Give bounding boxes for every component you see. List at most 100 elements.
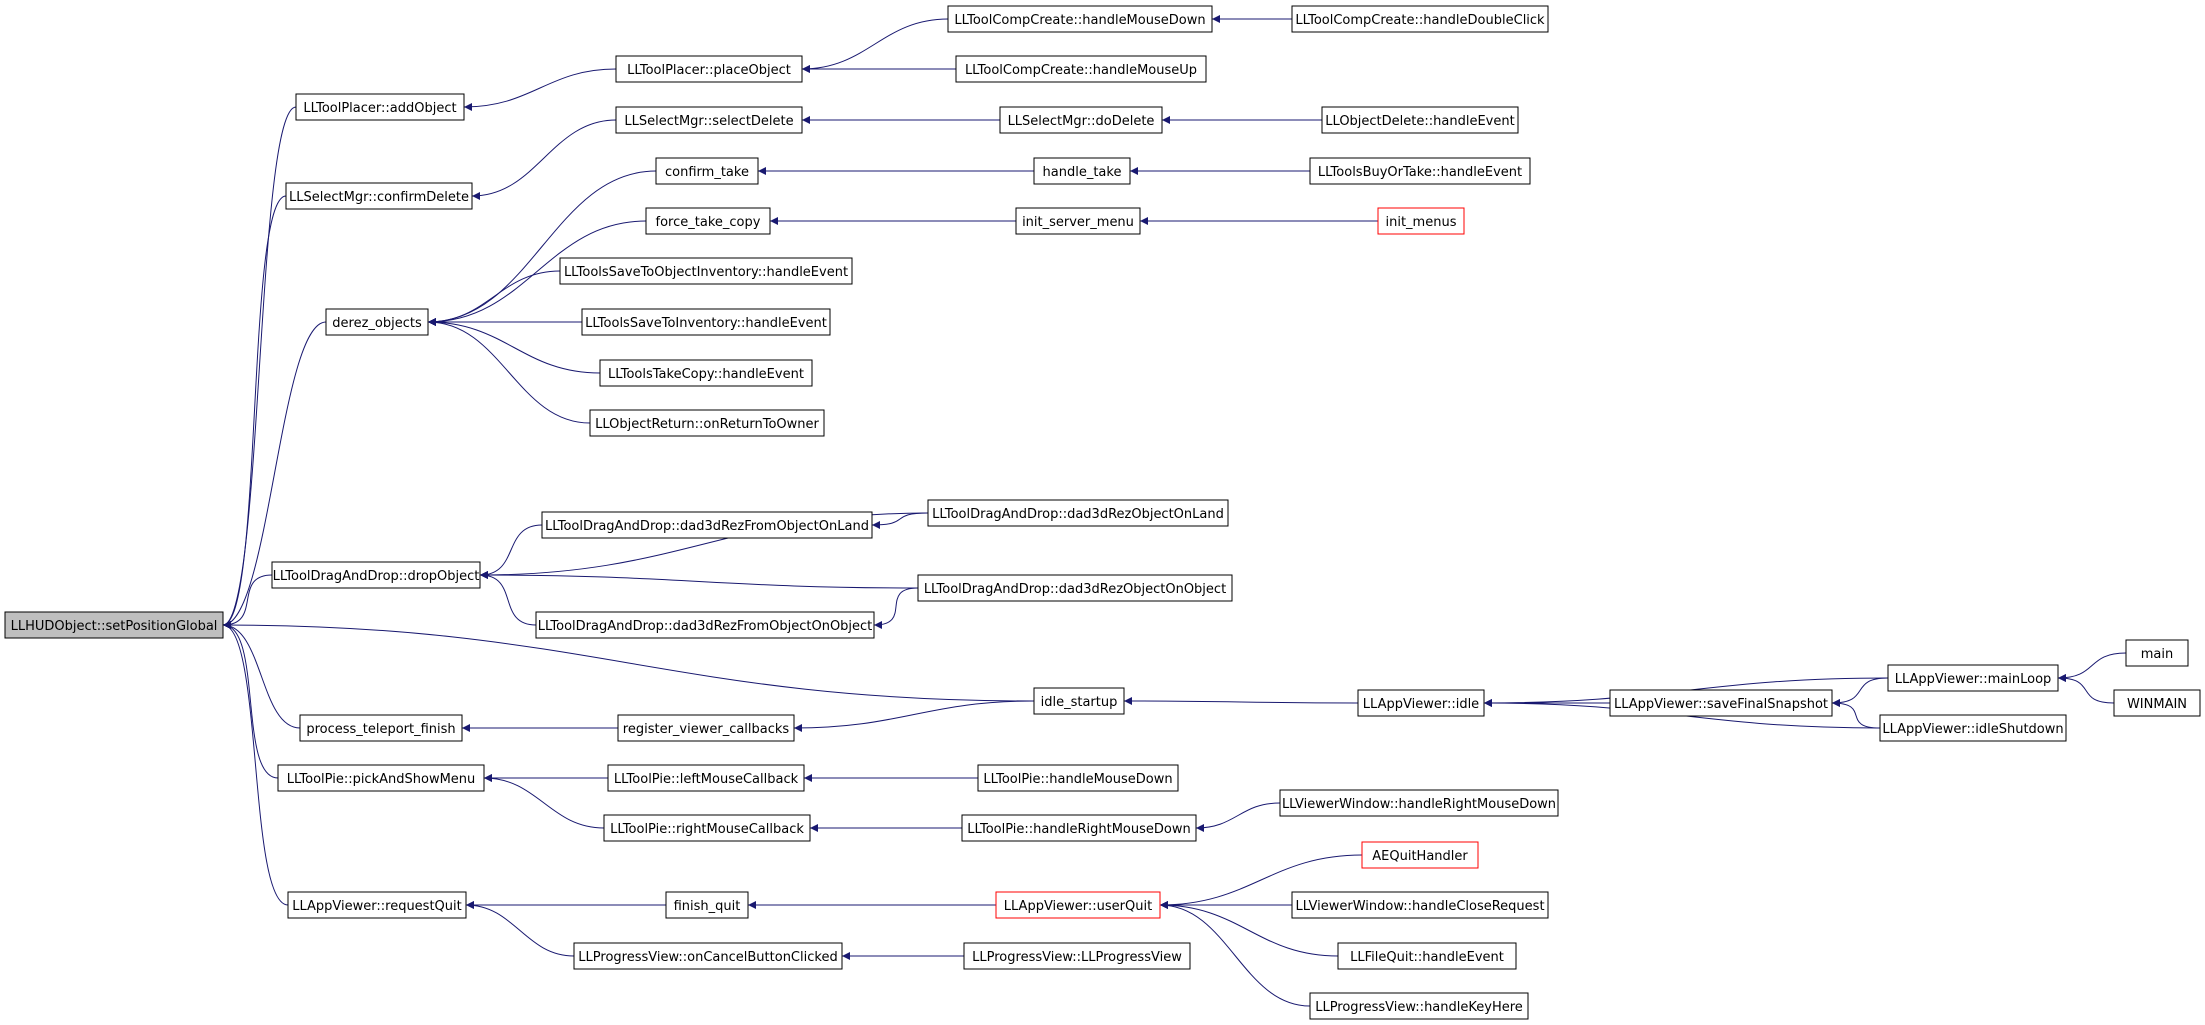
edge-confirmDelete-to-setPositionGlobal <box>222 195 287 629</box>
node-leftMouseCb[interactable]: LLToolPie::leftMouseCallback <box>607 764 805 792</box>
node-box <box>1357 689 1485 717</box>
node-saveFinalSnapshot[interactable]: LLAppViewer::saveFinalSnapshot <box>1609 689 1833 717</box>
node-addObject[interactable]: LLToolPlacer::addObject <box>295 93 465 121</box>
node-derez[interactable]: derez_objects <box>325 308 429 336</box>
node-aeQuit[interactable]: AEQuitHandler <box>1361 841 1479 869</box>
node-label: LLToolPie::handleRightMouseDown <box>967 822 1190 837</box>
node-mainLoop[interactable]: LLAppViewer::mainLoop <box>1887 664 2059 692</box>
nodes-layer: LLHUDObject::setPositionGlobal LLToolPlac… <box>4 5 2201 1020</box>
node-fileQuit[interactable]: LLFileQuit::handleEvent <box>1337 942 1517 970</box>
node-box <box>2125 639 2189 667</box>
node-box <box>325 308 429 336</box>
node-returnToOwner[interactable]: LLObjectReturn::onReturnToOwner <box>589 409 825 437</box>
node-compDoubleClick[interactable]: LLToolCompCreate::handleDoubleClick <box>1291 5 1549 33</box>
edge-rezOnLand-to-rezFromOnLand <box>871 512 929 529</box>
node-box <box>4 611 224 639</box>
node-box <box>285 182 473 210</box>
node-label: LLSelectMgr::selectDelete <box>624 114 793 129</box>
node-box <box>655 157 759 185</box>
node-label: register_viewer_callbacks <box>623 722 790 737</box>
node-confirmTake[interactable]: confirm_take <box>655 157 759 185</box>
node-registerCallbacks[interactable]: register_viewer_callbacks <box>617 714 795 742</box>
node-idleShutdown[interactable]: LLAppViewer::idleShutdown <box>1879 714 2067 742</box>
node-doDelete[interactable]: LLSelectMgr::doDelete <box>999 106 1163 134</box>
edge-idleStartup-to-registerCallbacks <box>793 700 1035 732</box>
node-finishQuit[interactable]: finish_quit <box>665 891 749 919</box>
node-handleTake[interactable]: handle_take <box>1033 157 1131 185</box>
node-rezOnObject[interactable]: LLToolDragAndDrop::dad3dRezObjectOnObjec… <box>917 574 1233 602</box>
node-label: process_teleport_finish <box>306 722 455 737</box>
node-winmain[interactable]: WINMAIN <box>2113 689 2201 717</box>
node-handleKeyHere[interactable]: LLProgressView::handleKeyHere <box>1309 992 1529 1020</box>
node-userQuit[interactable]: LLAppViewer::userQuit <box>995 891 1161 919</box>
node-box <box>535 611 875 639</box>
node-saveToInv[interactable]: LLToolsSaveToInventory::handleEvent <box>581 308 831 336</box>
node-compMouseDown[interactable]: LLToolCompCreate::handleMouseDown <box>947 5 1213 33</box>
node-label: LLSelectMgr::confirmDelete <box>289 190 469 205</box>
node-teleportFinish[interactable]: process_teleport_finish <box>299 714 463 742</box>
node-box <box>589 409 825 437</box>
node-initMenus[interactable]: init_menus <box>1377 207 1465 235</box>
node-label: derez_objects <box>332 316 422 331</box>
node-box <box>999 106 1163 134</box>
node-requestQuit[interactable]: LLAppViewer::requestQuit <box>287 891 467 919</box>
node-progressView[interactable]: LLProgressView::LLProgressView <box>963 942 1191 970</box>
node-selectDelete[interactable]: LLSelectMgr::selectDelete <box>615 106 803 134</box>
node-label: finish_quit <box>674 899 741 914</box>
node-box <box>581 308 831 336</box>
node-label: LLHUDObject::setPositionGlobal <box>11 619 218 634</box>
node-box <box>955 55 1207 83</box>
node-box <box>1033 687 1125 715</box>
node-box <box>1879 714 2067 742</box>
node-label: LLToolPlacer::placeObject <box>627 63 791 78</box>
edge-teleportFinish-to-setPositionGlobal <box>222 621 301 729</box>
node-takeCopy[interactable]: LLToolsTakeCopy::handleEvent <box>599 359 813 387</box>
node-placeObject[interactable]: LLToolPlacer::placeObject <box>615 55 803 83</box>
node-main[interactable]: main <box>2125 639 2189 667</box>
node-pickAndShowMenu[interactable]: LLToolPie::pickAndShowMenu <box>277 764 485 792</box>
node-setPositionGlobal[interactable]: LLHUDObject::setPositionGlobal <box>4 611 224 639</box>
node-cancelClicked[interactable]: LLProgressView::onCancelButtonClicked <box>573 942 843 970</box>
node-rightMouseCb[interactable]: LLToolPie::rightMouseCallback <box>603 814 811 842</box>
node-pieMouseDown[interactable]: LLToolPie::handleMouseDown <box>977 764 1179 792</box>
node-box <box>1291 891 1549 919</box>
node-rezFromOnLand[interactable]: LLToolDragAndDrop::dad3dRezFromObjectOnL… <box>541 511 873 539</box>
node-rezFromOnObject[interactable]: LLToolDragAndDrop::dad3dRezFromObjectOnO… <box>535 611 875 639</box>
node-label: WINMAIN <box>2127 697 2187 712</box>
node-box <box>961 814 1197 842</box>
node-box <box>559 257 853 285</box>
node-box <box>1015 207 1141 235</box>
node-label: LLToolPlacer::addObject <box>303 101 456 116</box>
node-appIdle[interactable]: LLAppViewer::idle <box>1357 689 1485 717</box>
node-closeRequest[interactable]: LLViewerWindow::handleCloseRequest <box>1291 891 1549 919</box>
node-box <box>299 714 463 742</box>
node-label: LLToolDragAndDrop::dropObject <box>273 569 480 584</box>
node-dropObject[interactable]: LLToolDragAndDrop::dropObject <box>271 561 481 589</box>
node-compMouseUp[interactable]: LLToolCompCreate::handleMouseUp <box>955 55 1207 83</box>
node-pieRightMouseDown[interactable]: LLToolPie::handleRightMouseDown <box>961 814 1197 842</box>
node-box <box>617 714 795 742</box>
node-objectDelete[interactable]: LLObjectDelete::handleEvent <box>1321 106 1519 134</box>
node-label: init_menus <box>1386 215 1457 230</box>
node-label: LLToolsSaveToInventory::handleEvent <box>585 316 827 331</box>
node-label: confirm_take <box>665 165 749 180</box>
node-saveToObjInv[interactable]: LLToolsSaveToObjectInventory::handleEven… <box>559 257 853 285</box>
node-rezOnLand[interactable]: LLToolDragAndDrop::dad3dRezObjectOnLand <box>927 499 1229 527</box>
node-label: LLProgressView::LLProgressView <box>972 950 1182 965</box>
edge-forceTakeCopy-to-derez <box>427 220 647 326</box>
node-box <box>599 359 813 387</box>
node-buyOrTake[interactable]: LLToolsBuyOrTake::handleEvent <box>1309 157 1531 185</box>
node-initServerMenu[interactable]: init_server_menu <box>1015 207 1141 235</box>
node-idleStartup[interactable]: idle_startup <box>1033 687 1125 715</box>
node-label: LLAppViewer::idleShutdown <box>1882 722 2063 737</box>
node-forceTakeCopy[interactable]: force_take_copy <box>645 207 771 235</box>
edge-selectDelete-to-confirmDelete <box>471 119 617 200</box>
node-label: init_server_menu <box>1022 215 1134 230</box>
node-box <box>1279 789 1559 817</box>
node-confirmDelete[interactable]: LLSelectMgr::confirmDelete <box>285 182 473 210</box>
edge-mainLoop-to-saveFinalSnapshot <box>1831 677 1889 707</box>
node-box <box>1337 942 1517 970</box>
edge-handleKeyHere-to-userQuit <box>1159 901 1311 1007</box>
node-winRightMouseDown[interactable]: LLViewerWindow::handleRightMouseDown <box>1279 789 1559 817</box>
